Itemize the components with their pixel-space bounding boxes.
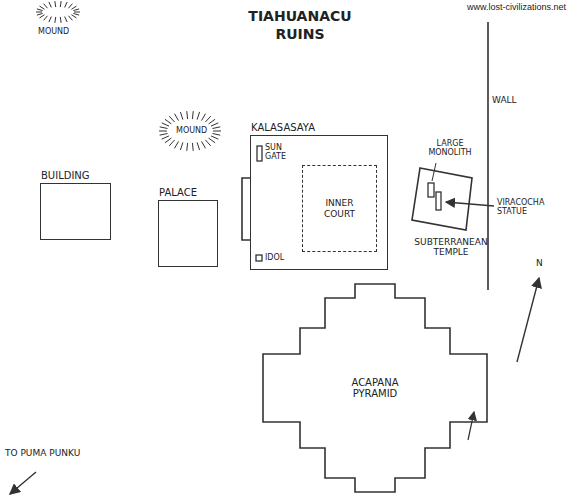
node-label: KALASASAYA	[251, 122, 315, 134]
monument-label: IDOL	[265, 253, 284, 262]
monument-label: VIRACOCHA STATUE	[497, 198, 563, 216]
monolith-symbol	[428, 183, 434, 197]
leader-arrow	[446, 202, 494, 206]
sun-gate-symbol	[257, 146, 262, 161]
node-label: BUILDING	[41, 170, 90, 182]
direction-label: TO PUMA PUNKU	[5, 448, 80, 458]
palace-box: PALACE	[158, 200, 218, 267]
map-title: TIAHUANACU RUINS	[235, 8, 365, 43]
slope-arrow	[468, 412, 474, 440]
temple-shape: SUBTERRANEAN TEMPLE	[408, 162, 478, 234]
node-label: PALACE	[159, 187, 197, 199]
north-label: N	[536, 258, 543, 268]
node-label: INNER COURT	[318, 198, 362, 219]
wall-line	[487, 22, 489, 290]
north-arrow	[517, 278, 539, 362]
building-box: BUILDING	[40, 183, 111, 240]
map-label: WALL	[492, 95, 517, 105]
direction-arrow	[10, 472, 36, 494]
node-label: ACAPANA PYRAMID	[333, 377, 417, 400]
monument-label: LARGE MONOLITH	[420, 139, 480, 157]
court-box: INNER COURT	[302, 165, 377, 252]
leader-line	[432, 163, 436, 181]
idol-symbol	[256, 255, 262, 261]
pyramid-shape: ACAPANA PYRAMID	[255, 282, 495, 494]
mound-symbols	[36, 1, 221, 151]
outline	[408, 162, 478, 234]
statue-symbol	[436, 192, 441, 210]
monument-label: SUN GATE	[265, 143, 295, 161]
kalasasaya-entrance	[242, 178, 250, 240]
mound-label: MOUND	[38, 27, 69, 36]
mound-label: MOUND	[176, 126, 207, 135]
node-label: SUBTERRANEAN TEMPLE	[409, 237, 493, 258]
watermark: www.lost-civilizations.net	[467, 2, 566, 12]
